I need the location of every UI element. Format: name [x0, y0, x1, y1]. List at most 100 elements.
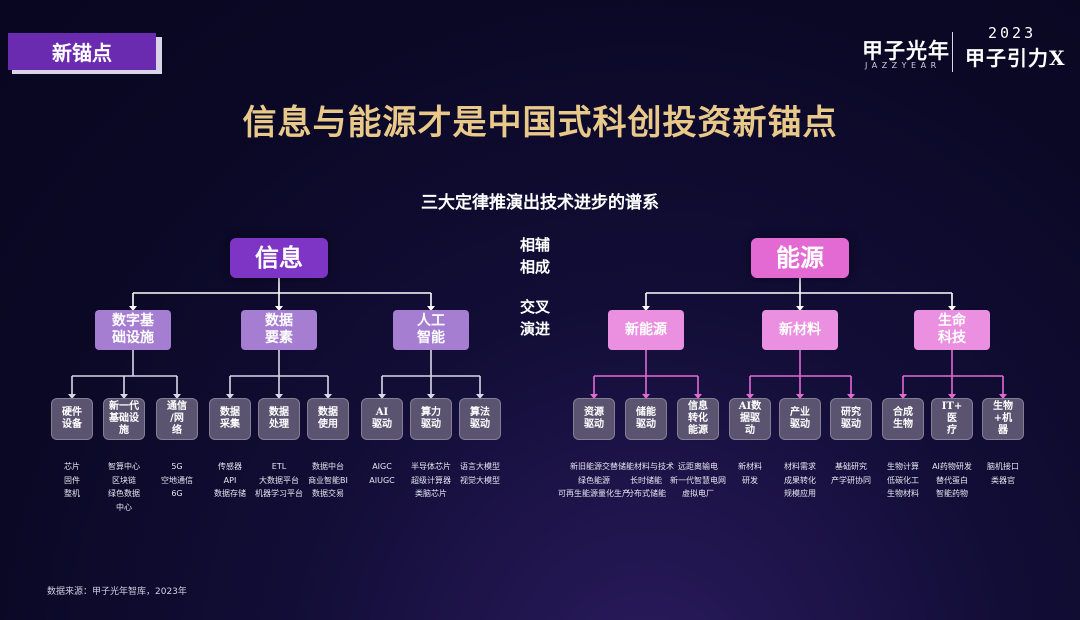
leaf-list: 智算中心区块链绿色数据中心 — [84, 460, 164, 514]
leaf-item: 传感器 — [218, 462, 242, 471]
leaf-item: 5G — [171, 462, 183, 471]
leaf-item: 新一代智慧电网 — [670, 475, 726, 485]
leaf-item: 新旧能源交替 — [570, 462, 618, 471]
leaf-item: 产学研协同 — [831, 475, 871, 485]
center-label-text: 交叉 演进 — [519, 298, 550, 338]
driver-node: 生物 +机 器 — [982, 398, 1024, 440]
leaf-item: 生物材料 — [887, 489, 919, 498]
arrow-head — [129, 306, 137, 311]
leaf-item: 空地通信 — [161, 475, 193, 485]
leaf-item: 6G — [171, 489, 183, 498]
arrow-head — [948, 394, 956, 399]
leaf-item: 规模应用 — [784, 489, 816, 498]
leaf-item: 商业智能BI — [308, 475, 348, 485]
leaf-item: 脑机接口 — [987, 462, 1019, 471]
page-title: 信息与能源才是中国式科创投资新锚点 — [242, 103, 838, 143]
leaf-item: 绿色能源 — [578, 475, 610, 485]
center-label-text: 相辅 相成 — [519, 236, 550, 276]
driver-node: 数据 采集 — [209, 398, 251, 440]
driver-node: 算力 驱动 — [410, 398, 452, 440]
leaf-item: 智算中心 — [108, 462, 140, 471]
leaf-item: 研发 — [742, 475, 758, 485]
category-node: 数字基 础设施 — [95, 310, 171, 350]
driver-node: 研究 驱动 — [830, 398, 872, 440]
arrow-head — [746, 394, 754, 399]
leaf-item: 绿色数据 — [108, 489, 140, 498]
arrow-head — [173, 394, 181, 399]
leaf-item: 低碳化工 — [887, 475, 919, 485]
leaf-item: 芯片 — [64, 462, 80, 471]
leaf-item: 数据存储 — [214, 489, 246, 498]
arrow-head — [899, 394, 907, 399]
arrow-head — [275, 394, 283, 399]
arrow-head — [847, 394, 855, 399]
category-node: 新材料 — [762, 310, 838, 350]
leaf-item: 基础研究 — [835, 462, 867, 471]
leaf-item: 固件 — [64, 475, 80, 485]
leaf-item: 视觉大模型 — [460, 475, 500, 485]
arrow-head — [999, 394, 1007, 399]
leaf-list: 储能材料与技术长时储能分布式储能 — [606, 460, 686, 501]
category-node: 生命 科技 — [914, 310, 990, 350]
arrow-head — [427, 394, 435, 399]
leaf-list: 半导体芯片超级计算器类脑芯片 — [391, 460, 471, 501]
driver-node: 硬件 设备 — [51, 398, 93, 440]
leaf-item: ETL — [271, 462, 287, 471]
arrow-head — [948, 306, 956, 311]
leaf-item: 半导体芯片 — [411, 462, 451, 471]
tree-root-node: 信息 — [230, 238, 328, 278]
leaf-item: AIUGC — [369, 475, 395, 485]
arrow-head — [796, 306, 804, 311]
leaf-item: AI药物研发 — [932, 462, 972, 471]
leaf-item: 整机 — [64, 489, 80, 498]
leaf-list: 材料需求成果转化规模应用 — [760, 460, 840, 501]
category-node: 数据 要素 — [241, 310, 317, 350]
brand-name-cn: 甲子光年 — [862, 38, 950, 63]
leaf-item: 替代蛋白 — [936, 475, 968, 485]
arrow-head — [427, 306, 435, 311]
driver-node: AI 驱动 — [361, 398, 403, 440]
driver-node: 新一代 基础设 施 — [103, 398, 145, 440]
brand-name-en: JAZZYEAR — [865, 61, 941, 70]
leaf-item: 数据交易 — [312, 489, 344, 498]
leaf-list: 5G 空地通信 6G — [137, 460, 217, 501]
leaf-item: 成果转化 — [784, 475, 816, 485]
leaf-list: 基础研究产学研协同 — [811, 460, 891, 487]
arrow-head — [120, 394, 128, 399]
leaf-item: 材料需求 — [784, 462, 816, 471]
leaf-list: 数据中台商业智能BI 数据交易 — [288, 460, 368, 501]
driver-node: 合成 生物 — [882, 398, 924, 440]
brand-divider — [952, 32, 953, 72]
leaf-list: 远距离输电新一代智慧电网虚拟电厂 — [658, 460, 738, 501]
page-subtitle: 三大定律推演出技术进步的谱系 — [421, 193, 659, 213]
leaf-item: 远距离输电 — [678, 462, 718, 471]
arrow-head — [642, 394, 650, 399]
driver-node: 数据 处理 — [258, 398, 300, 440]
leaf-list: 新材料研发 — [710, 460, 790, 487]
leaf-item: 可再生能源量化生产 — [558, 489, 630, 498]
leaf-list: 芯片固件整机 — [32, 460, 112, 501]
tree-root-node: 能源 — [751, 238, 849, 278]
arrow-head — [378, 394, 386, 399]
driver-node: 通信 /网 络 — [156, 398, 198, 440]
arrow-head — [642, 306, 650, 311]
driver-node: 产业 驱动 — [779, 398, 821, 440]
arrow-head — [275, 306, 283, 311]
leaf-item: 语言大模型 — [460, 462, 500, 471]
leaf-list: AI药物研发替代蛋白智能药物 — [912, 460, 992, 501]
leaf-item: 机器学习平台 — [255, 489, 303, 498]
arrow-head — [226, 394, 234, 399]
arrow-head — [694, 394, 702, 399]
leaf-item: 智能药物 — [936, 489, 968, 498]
leaf-item: 数据中台 — [312, 462, 344, 471]
brand-year: 2023 — [988, 24, 1037, 42]
leaf-item: 中心 — [116, 502, 132, 512]
driver-node: 数据 使用 — [307, 398, 349, 440]
leaf-item: 类器官 — [991, 475, 1015, 485]
leaf-item: 类脑芯片 — [415, 489, 447, 498]
arrow-head — [68, 394, 76, 399]
